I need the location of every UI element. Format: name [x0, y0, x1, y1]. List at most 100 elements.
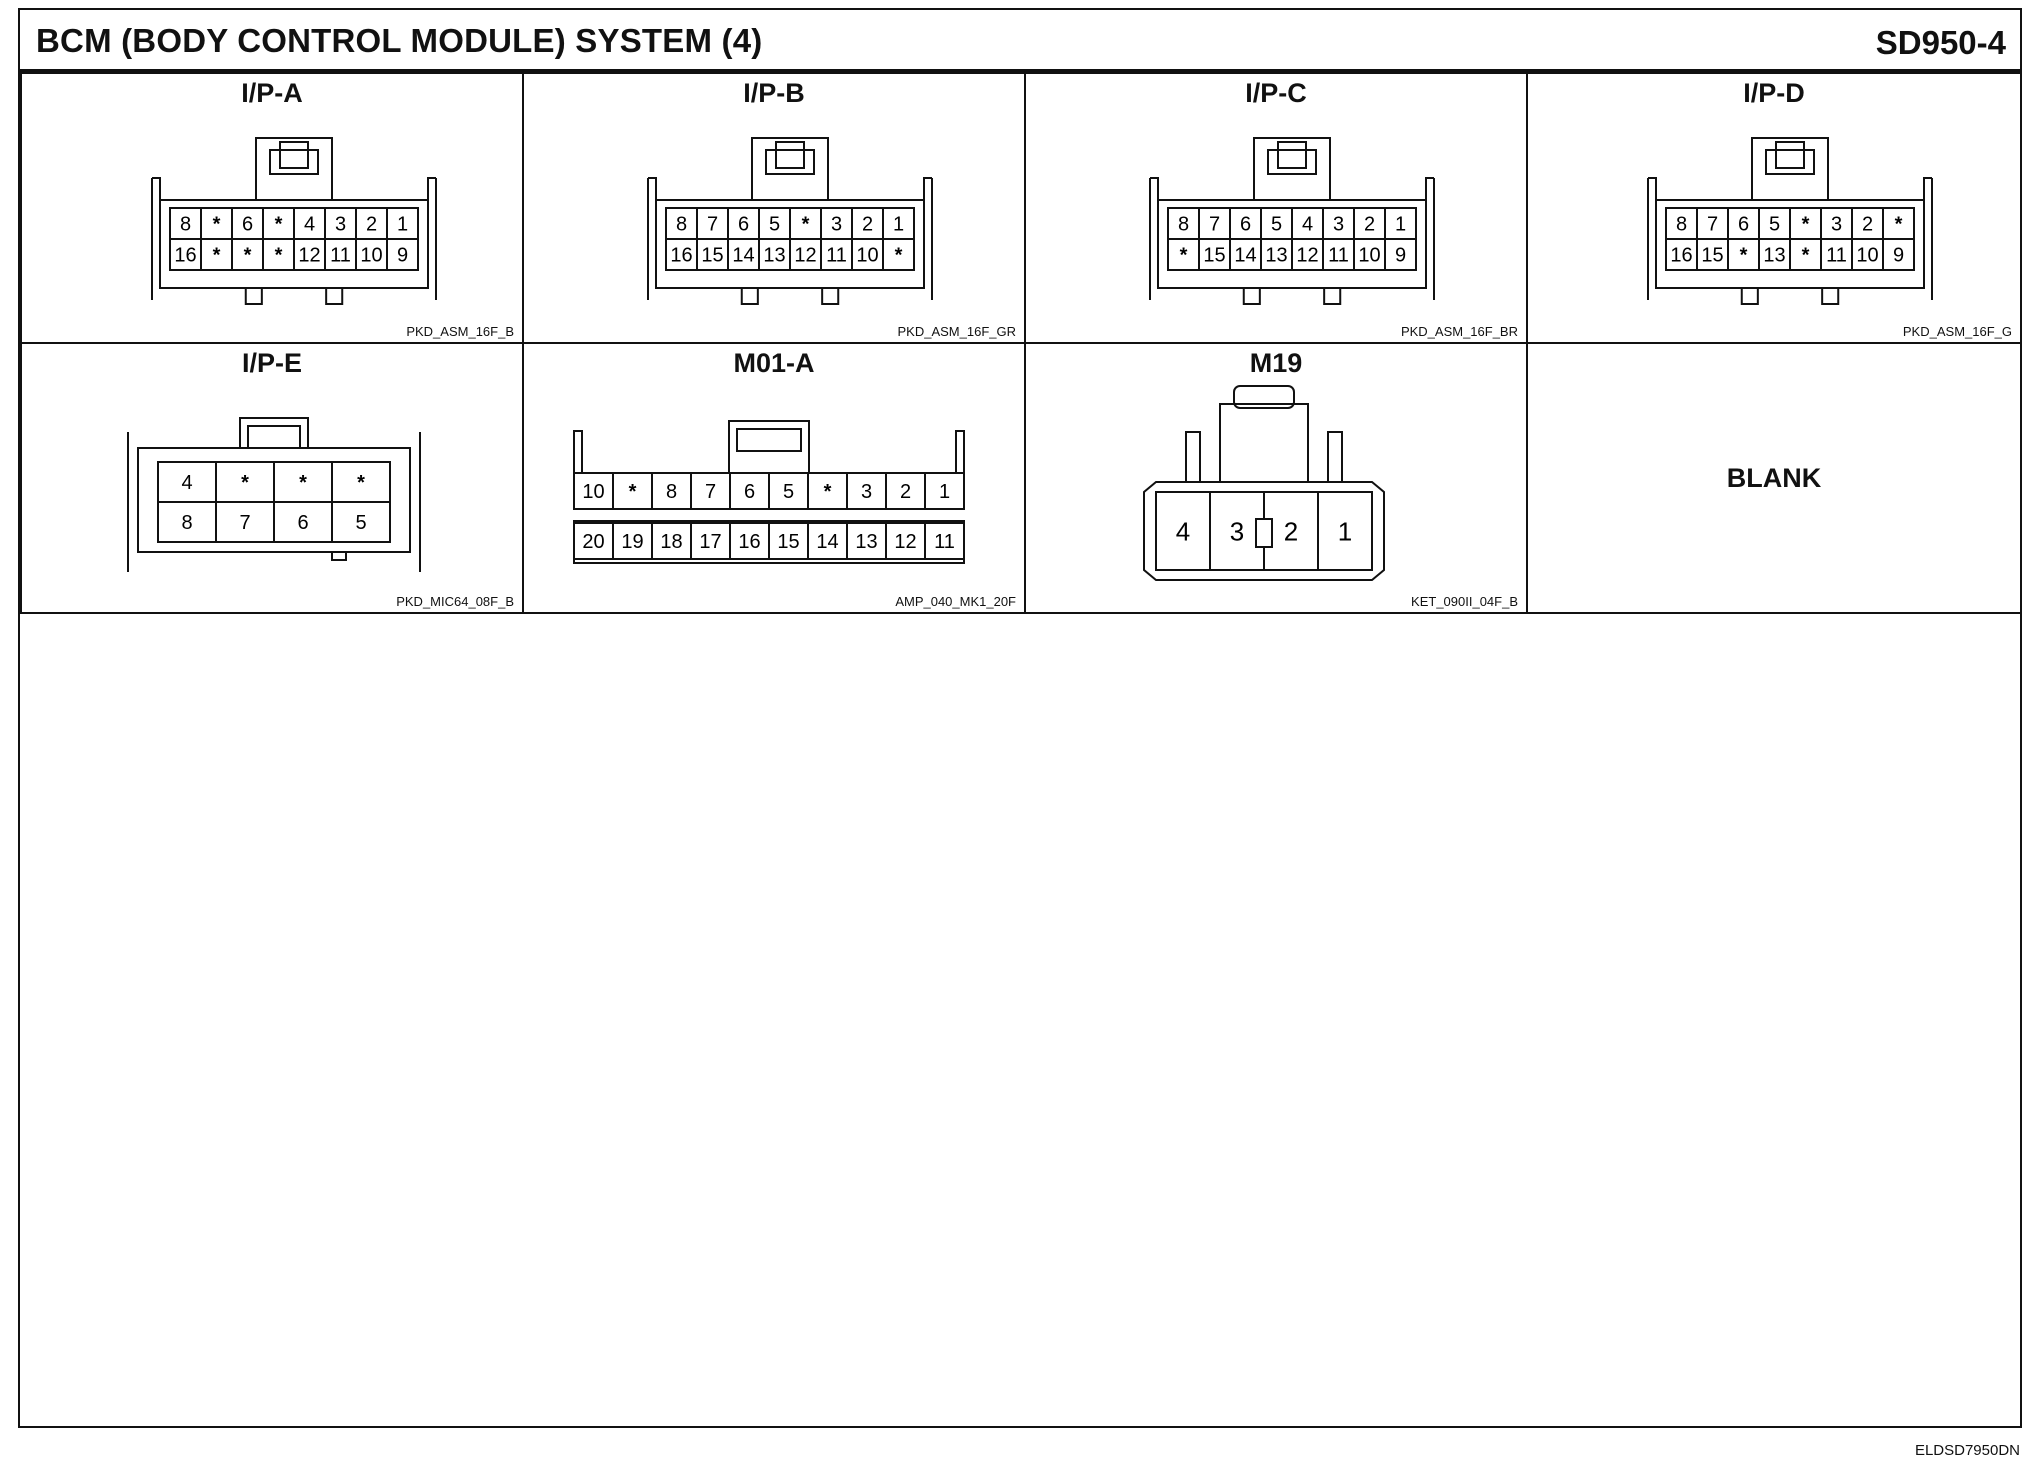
pin-label: 2 [862, 214, 873, 236]
pin-cell [885, 522, 926, 560]
pin-cell [1198, 207, 1231, 240]
pin-label: 8 [181, 512, 192, 534]
pin-label: 4 [1302, 214, 1313, 236]
pin-cell [789, 238, 822, 271]
latch-tab [1233, 385, 1295, 409]
pin-label: 17 [699, 531, 721, 553]
pin-label: 12 [1296, 245, 1318, 267]
pin-label: 16 [738, 531, 760, 553]
latch-tab [247, 425, 301, 449]
page-title: BCM (BODY CONTROL MODULE) SYSTEM (4) [36, 22, 763, 59]
pin-label: 3 [831, 214, 842, 236]
pin-label: 8 [1676, 214, 1687, 236]
connector-name: I/P-C [1245, 78, 1307, 108]
pin-cell [215, 501, 275, 543]
pin-label: 2 [366, 214, 377, 236]
pin-label: 15 [701, 245, 723, 267]
pin-cell [573, 522, 614, 560]
left-post [573, 430, 583, 473]
pin-label: 3 [861, 481, 872, 503]
pin-label: * [1180, 245, 1188, 267]
pin-label: * [241, 472, 249, 494]
pin-cell [573, 472, 614, 510]
pin-cell [1696, 207, 1729, 240]
pin-cell [882, 238, 915, 271]
bottom-key [325, 288, 344, 305]
pin-cell [1696, 238, 1729, 271]
pin-label: 9 [1893, 245, 1904, 267]
pin-label: 7 [1707, 214, 1718, 236]
pin-cell [200, 207, 233, 240]
bottom-key [1740, 288, 1759, 305]
pin-cell [768, 522, 809, 560]
pin-label: 15 [1203, 245, 1225, 267]
pin-label: 3 [335, 214, 346, 236]
latch-housing [751, 137, 829, 200]
latch-housing [1219, 403, 1309, 482]
latch-tab [1775, 141, 1805, 169]
pin-cell [758, 238, 791, 271]
housing-body [137, 447, 411, 553]
pin-label: 10 [582, 481, 604, 503]
pin-label: 18 [660, 531, 682, 553]
connector-part-number: PKD_ASM_16F_B [406, 324, 514, 339]
blank-label: BLANK [1726, 462, 1822, 493]
right-post [955, 430, 965, 473]
right-rail [427, 177, 437, 300]
pin-cell [231, 207, 264, 240]
pin-label: 2 [1862, 214, 1873, 236]
connector-part-number: PKD_ASM_16F_BR [1400, 324, 1518, 339]
pin-label: 5 [1271, 214, 1282, 236]
connector-cell-blank: BLANK [1526, 342, 2022, 614]
connector-name: I/P-D [1743, 78, 1805, 108]
pin-label: 19 [621, 531, 643, 553]
pin-label: 6 [738, 214, 749, 236]
pin-cell [807, 522, 848, 560]
housing-body [159, 199, 429, 289]
pin-cell [1229, 238, 1262, 271]
pin-cell [231, 238, 264, 271]
pin-label: 16 [1670, 245, 1692, 267]
pin-label: 1 [1395, 214, 1406, 236]
pin-label: * [213, 245, 221, 267]
latch-housing [728, 420, 810, 473]
pin-label: 1 [397, 214, 408, 236]
pin-cell [665, 238, 698, 271]
pin-label: 2 [1364, 214, 1375, 236]
pin-label: 9 [1395, 245, 1406, 267]
pin-label: 7 [707, 214, 718, 236]
pin-label: 3 [1230, 516, 1244, 546]
pin-label: 8 [676, 214, 687, 236]
pin-label: 2 [900, 481, 911, 503]
pin-cell [1167, 238, 1200, 271]
title-bar: BCM (BODY CONTROL MODULE) SYSTEM (4) SD9… [20, 10, 2020, 72]
bottom-key [1242, 288, 1261, 305]
pin-label: 8 [180, 214, 191, 236]
center-key [1255, 518, 1273, 548]
pin-cell [293, 238, 326, 271]
connector-part-number: PKD_MIC64_08F_B [396, 594, 514, 609]
pin-cell [331, 501, 391, 543]
pin-label: 11 [826, 245, 847, 267]
bottom-key [740, 288, 759, 305]
pin-label: 5 [355, 512, 366, 534]
pin-label: 4 [304, 214, 315, 236]
pin-label: 13 [1763, 245, 1785, 267]
bottom-key [821, 288, 840, 305]
pin-label: * [244, 245, 252, 267]
pin-cell [885, 472, 926, 510]
pin-cell [273, 461, 333, 503]
pin-cell [1260, 207, 1293, 240]
pin-label: 6 [744, 481, 755, 503]
page-code: SD950-4 [1875, 24, 2006, 61]
pin-cell [1789, 238, 1822, 271]
pin-label: 5 [783, 481, 794, 503]
pin-label: * [275, 214, 283, 236]
pin-label: 11 [330, 245, 351, 267]
right-rail [1425, 177, 1435, 300]
pin-cell [1727, 238, 1760, 271]
